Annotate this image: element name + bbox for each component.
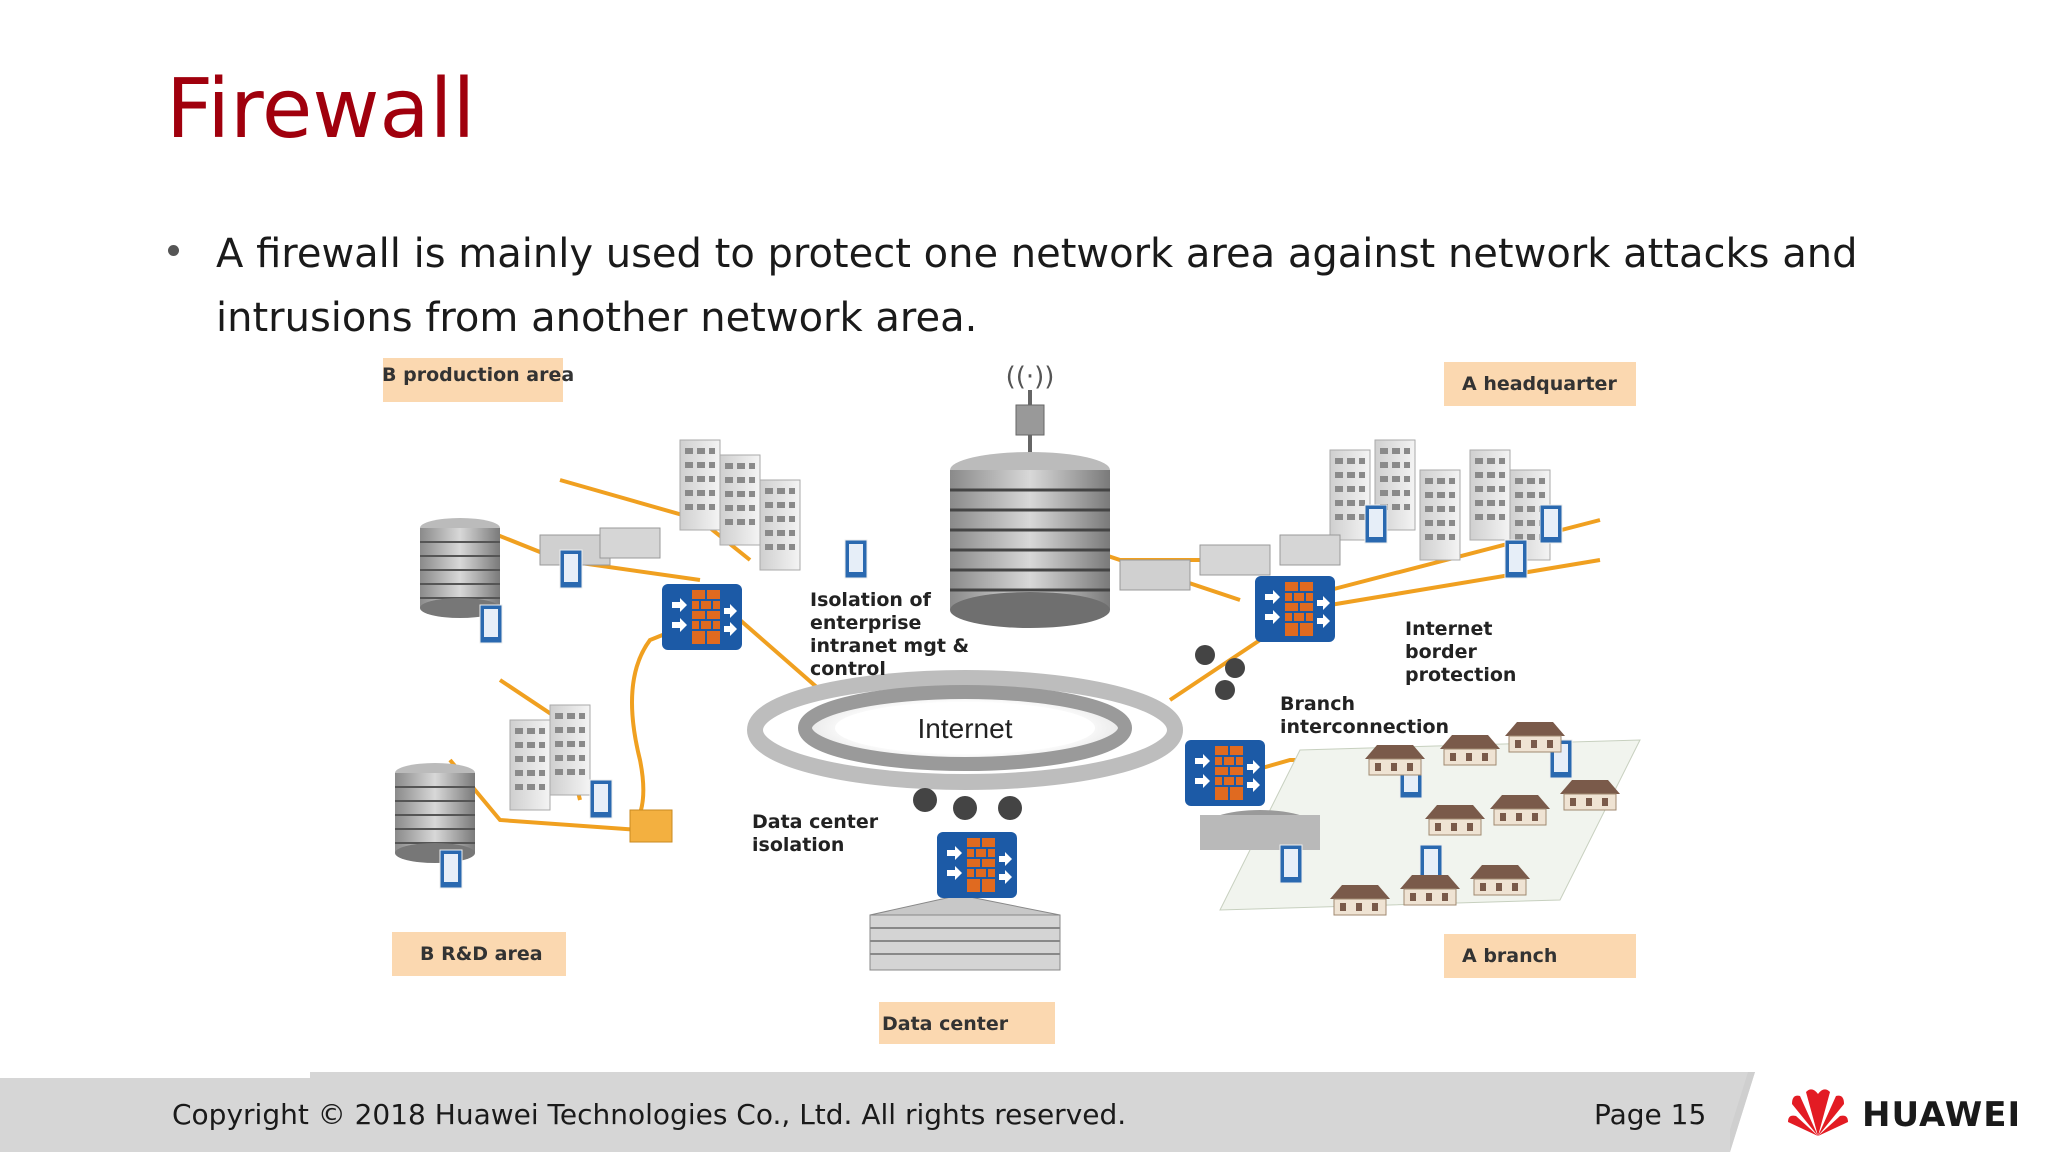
brand-name: HUAWEI [1862,1095,2022,1135]
copyright-text: Copyright © 2018 Huawei Technologies Co.… [172,1098,1127,1131]
area-label-b-rnd: B R&D area [392,932,566,976]
data-center-cluster [869,894,1061,971]
network-diagram: Internet ((·)) [382,358,1641,1044]
firewall-icon [1254,575,1336,643]
internet-label: Internet [918,713,1013,744]
svg-text:B R&D area: B R&D area [420,943,543,965]
note-isolation: Isolation of enterprise intranet mgt & c… [810,589,976,680]
internet-cloud: Internet [747,670,1183,790]
area-label-a-branch: A branch [1444,934,1636,978]
svg-text:A branch: A branch [1462,945,1557,967]
footer-accent [0,1072,310,1078]
svg-text:B production area: B production area [382,364,574,386]
threat-icons [913,645,1245,820]
area-label-a-headquarter: A headquarter [1444,362,1636,406]
firewall-icon [661,583,743,651]
area-label-b-production: B production area [382,358,574,402]
central-datacenter-tower: ((·)) [950,362,1110,628]
area-label-data-center: Data center [879,1002,1055,1044]
svg-text:((·)): ((·)) [1006,362,1055,392]
b-rnd-cluster [394,704,673,889]
firewall-icon [936,831,1018,899]
note-dc-isolation: Data center isolation [752,811,885,856]
a-branch-cluster [1200,721,1641,916]
bullet-text: A firewall is mainly used to protect one… [216,231,1858,341]
huawei-logo-icon [1788,1089,1848,1136]
svg-text:Data center: Data center [882,1013,1009,1035]
footer-logo-panel [1730,1072,2048,1152]
b-production-cluster [419,439,868,644]
slide-title: Firewall [166,62,476,157]
a-headquarter-cluster [1119,439,1563,591]
note-internet-border: Internet border protection [1405,618,1516,686]
footer-bar [0,1072,2048,1152]
firewall-icon [1184,739,1266,807]
note-branch-interconnection: Branch interconnection [1280,693,1449,738]
svg-text:A headquarter: A headquarter [1462,373,1617,395]
page-number: Page 15 [1594,1098,1707,1131]
bullet-dot [168,245,179,256]
